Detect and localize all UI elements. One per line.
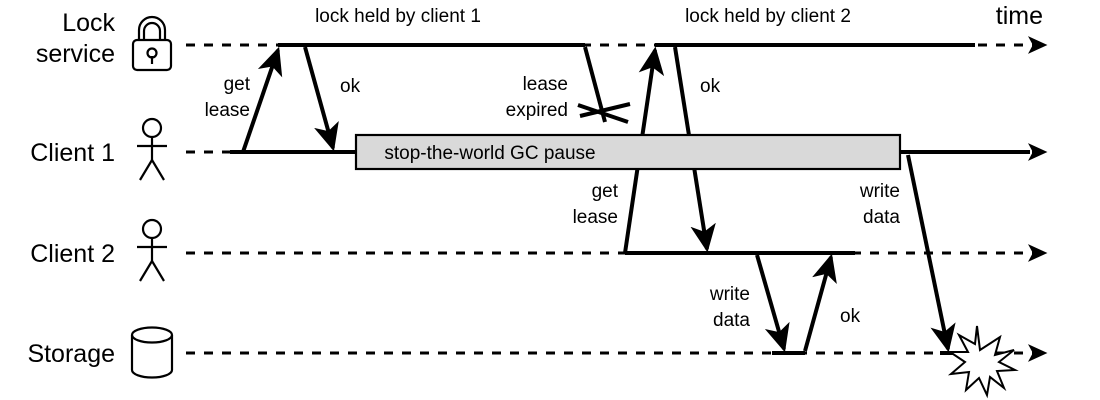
- message-ok-to-client1-label1: ok: [340, 76, 361, 97]
- span-label-lock-held-client-2: lock held by client 2: [685, 6, 851, 27]
- message-ok-to-client2-storage: ok: [803, 253, 861, 352]
- message-lease-expired-label1: lease: [523, 74, 568, 95]
- database-cylinder-icon: [130, 326, 174, 379]
- padlock-icon: [131, 15, 173, 72]
- message-get-lease-client1-label1: get: [224, 74, 251, 95]
- lane-label-client-1: Client 1: [30, 139, 115, 167]
- lane-label-client-2: Client 2: [30, 240, 115, 268]
- stick-figure-icon-client-1: [137, 117, 167, 181]
- message-get-lease-client2-label2: lease: [573, 207, 618, 228]
- stick-figure-icon-client-2: [137, 218, 167, 282]
- message-write-data-client2: write data: [709, 254, 790, 353]
- message-ok-to-client2-label1: ok: [700, 76, 721, 97]
- message-write-data-client2-label1: write: [709, 284, 750, 305]
- gc-pause-rect: [354, 133, 902, 171]
- gc-pause-box: stop-the-world GC pause: [354, 133, 902, 171]
- message-write-data-client1-label2: data: [863, 207, 900, 228]
- message-get-lease-client1: get lease: [205, 46, 283, 153]
- lane-label-lock-service-line1: Lock: [62, 9, 115, 37]
- lane-label-client-1-line1: Client 1: [30, 139, 115, 167]
- gc-pause-label: stop-the-world GC pause: [384, 143, 595, 164]
- lane-label-lock-service-line2: service: [36, 40, 115, 68]
- message-get-lease-client1-label2: lease: [205, 100, 250, 121]
- message-lease-expired: lease expired: [506, 46, 631, 124]
- message-lease-expired-label2: expired: [506, 100, 568, 121]
- message-ok-to-client1: ok: [303, 46, 361, 152]
- message-write-data-client1-arrow: [906, 154, 956, 353]
- lane-label-client-2-line1: Client 2: [30, 240, 115, 268]
- span-label-lock-held-client-1: lock held by client 1: [315, 6, 481, 27]
- lane-label-lock-service: Lock service: [36, 9, 116, 68]
- lane-label-storage-line1: Storage: [27, 340, 115, 368]
- message-ok-to-client2-storage-arrow: [803, 253, 837, 352]
- message-write-data-client1: write data: [859, 154, 956, 353]
- message-get-lease-client1-arrow: [241, 46, 283, 153]
- message-get-lease-client2-label1: get: [592, 181, 619, 202]
- lane-label-storage: Storage: [27, 340, 115, 368]
- message-write-data-client2-label2: data: [713, 310, 750, 331]
- blocked-cross-icon: [577, 102, 631, 124]
- message-write-data-client1-label1: write: [859, 181, 900, 202]
- time-axis-label: time: [996, 2, 1043, 30]
- message-ok-to-client1-arrow: [303, 46, 339, 152]
- message-write-data-client2-arrow: [755, 254, 790, 353]
- message-ok-to-client2-storage-label1: ok: [840, 306, 861, 327]
- conflict-burst-icon: [946, 325, 1019, 399]
